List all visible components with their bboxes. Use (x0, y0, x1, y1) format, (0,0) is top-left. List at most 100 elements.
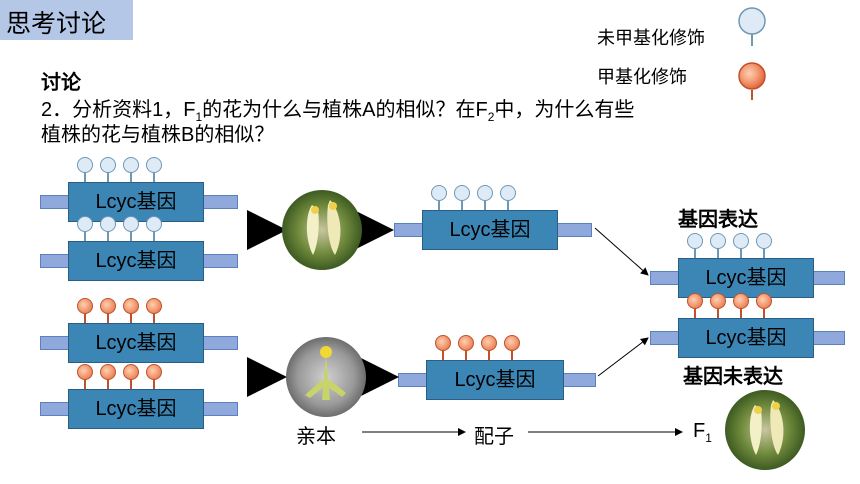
unmethylated-mark-icon (477, 185, 493, 201)
gene-f1-not-expressed: Lcyc基因 (650, 293, 845, 358)
legend-methylated-label: 甲基化修饰 (597, 67, 687, 87)
question-line-2: 植株的花与植株B的相似？ (41, 124, 275, 146)
question-line-1: 2．分析资料1，F1的花为什么与植株A的相似？在F2中，为什么有些 (41, 99, 635, 124)
methylated-mark-icon (733, 293, 749, 309)
unmethylated-mark-icon (123, 157, 139, 173)
unmethylated-mark-icon (146, 157, 162, 173)
unmethylated-stem (84, 231, 86, 241)
unmethylated-mark-icon (146, 216, 162, 232)
lcyc-gene-box: Lcyc基因 (68, 323, 204, 363)
methylated-stem (153, 313, 155, 323)
gene-parent-a-1: Lcyc基因 (40, 157, 238, 222)
methylated-mark-icon (710, 293, 726, 309)
title-banner: 思考讨论 (0, 0, 133, 40)
methylated-stem (465, 350, 467, 360)
lcyc-gene-box: Lcyc基因 (68, 389, 204, 429)
expressed-label: 基因表达 (678, 209, 758, 231)
lcyc-gene-box: Lcyc基因 (68, 241, 204, 281)
flower-f1-photo (725, 390, 805, 470)
methylated-mark-icon (504, 335, 520, 351)
gene-parent-b-1: Lcyc基因 (40, 298, 238, 363)
methylated-mark-icon (77, 298, 93, 314)
flower-a-photo (282, 190, 362, 270)
methylated-stem (107, 379, 109, 389)
unmethylated-mark-icon (500, 185, 516, 201)
unmethylated-stem (717, 248, 719, 258)
methylated-stem (107, 313, 109, 323)
unmethylated-stem (130, 172, 132, 182)
methylated-mark-icon (123, 298, 139, 314)
unmethylated-mark-icon (687, 233, 703, 249)
unmethylated-mark-icon (100, 216, 116, 232)
unmethylated-stem (438, 200, 440, 210)
lcyc-gene-box: Lcyc基因 (678, 318, 814, 358)
unmethylated-stem (507, 200, 509, 210)
unmethylated-stem (484, 200, 486, 210)
methylated-mark-icon (77, 364, 93, 380)
gene-gamete-a: Lcyc基因 (394, 185, 592, 250)
unmethylated-mark-icon (77, 216, 93, 232)
methylated-stem (130, 313, 132, 323)
page-title: 思考讨论 (6, 10, 107, 38)
methylated-mark-icon (481, 335, 497, 351)
methylated-mark-icon (100, 364, 116, 380)
methylated-stem (84, 379, 86, 389)
unmethylated-stem (107, 172, 109, 182)
flow-gamete-label: 配子 (474, 426, 514, 448)
unmethylated-mark-icon (100, 157, 116, 173)
unmethylated-mark-icon (77, 157, 93, 173)
lcyc-gene-box: Lcyc基因 (678, 258, 814, 298)
unmethylated-stem (763, 248, 765, 258)
flow-parent-label: 亲本 (296, 426, 336, 448)
flower-b-photo (286, 337, 366, 417)
unmethylated-mark-icon (756, 233, 772, 249)
gene-f1-expressed: Lcyc基因 (650, 233, 845, 298)
methylated-stem (511, 350, 513, 360)
gene-parent-a-2: Lcyc基因 (40, 216, 238, 281)
methylated-stem (740, 308, 742, 318)
unmethylated-mark-icon (123, 216, 139, 232)
unmethylated-mark-icon (733, 233, 749, 249)
unmethylated-stem (740, 248, 742, 258)
lcyc-gene-box: Lcyc基因 (422, 210, 558, 250)
gene-parent-b-2: Lcyc基因 (40, 364, 238, 429)
methylated-stem (717, 308, 719, 318)
methylated-mark-icon (435, 335, 451, 351)
methylated-stem (84, 313, 86, 323)
methylated-mark-icon (123, 364, 139, 380)
question-heading: 讨论 (41, 72, 81, 94)
unmethylated-mark-icon (454, 185, 470, 201)
flow-f1-label: F1 (693, 420, 712, 445)
legend-methylated-icon (738, 62, 766, 90)
not-expressed-label: 基因未表达 (683, 366, 783, 388)
methylated-mark-icon (146, 298, 162, 314)
legend-unmethylated-icon (738, 7, 766, 35)
unmethylated-stem (461, 200, 463, 210)
methylated-stem (130, 379, 132, 389)
gene-gamete-b: Lcyc基因 (398, 335, 596, 400)
unmethylated-stem (153, 231, 155, 241)
methylated-stem (763, 308, 765, 318)
unmethylated-stem (153, 172, 155, 182)
methylated-stem (488, 350, 490, 360)
methylated-stem (694, 308, 696, 318)
lcyc-gene-box: Lcyc基因 (68, 182, 204, 222)
unmethylated-mark-icon (431, 185, 447, 201)
methylated-mark-icon (146, 364, 162, 380)
legend-unmethylated-label: 未甲基化修饰 (597, 28, 705, 48)
unmethylated-stem (107, 231, 109, 241)
methylated-stem (153, 379, 155, 389)
methylated-mark-icon (100, 298, 116, 314)
unmethylated-stem (84, 172, 86, 182)
methylated-stem (442, 350, 444, 360)
methylated-mark-icon (756, 293, 772, 309)
arrow-gamete-a-to-f1 (594, 227, 649, 276)
methylated-mark-icon (458, 335, 474, 351)
methylated-mark-icon (687, 293, 703, 309)
unmethylated-stem (694, 248, 696, 258)
arrow-gamete-b-to-f1 (597, 337, 649, 377)
unmethylated-mark-icon (710, 233, 726, 249)
lcyc-gene-box: Lcyc基因 (426, 360, 564, 400)
